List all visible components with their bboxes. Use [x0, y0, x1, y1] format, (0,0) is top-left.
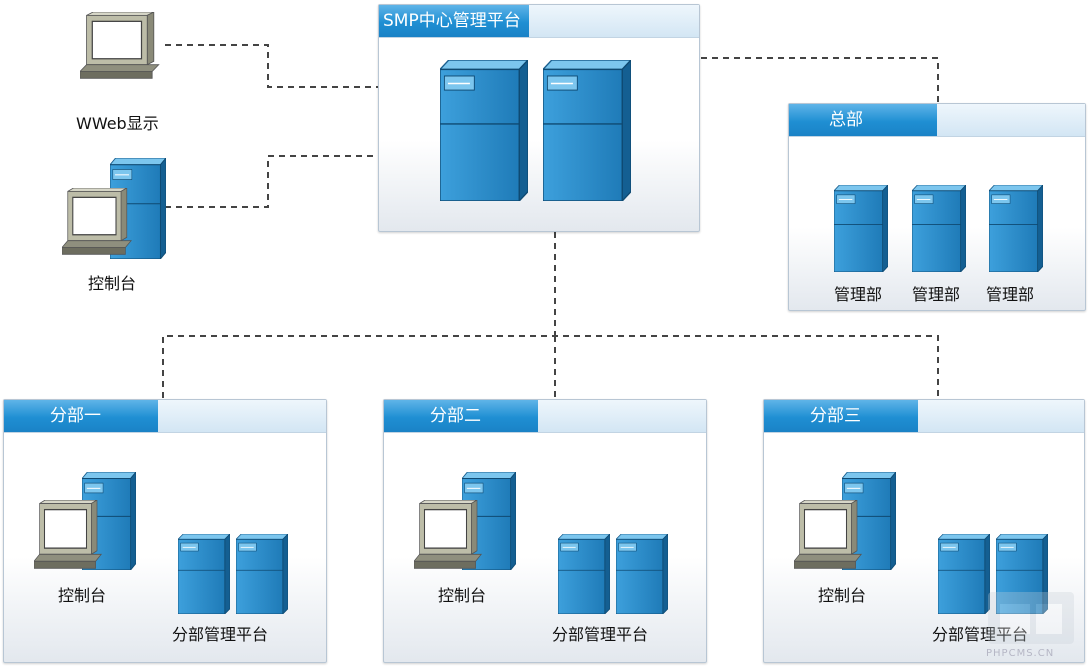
web-display-label: WWeb显示	[76, 114, 159, 133]
branch-1-header-bar: 分部一	[4, 400, 326, 433]
branch-2-console-label: 控制台	[438, 586, 487, 605]
branch-3-title: 分部三	[764, 400, 918, 432]
branch-1-console-label: 控制台	[58, 586, 107, 605]
branch-1-panel: 分部一	[3, 399, 327, 663]
hq-server-icon-3	[989, 185, 1043, 272]
branch-2-platform-server-icon-2	[616, 534, 668, 614]
hq-item-label-2: 管理部	[912, 285, 961, 304]
console-monitor-icon	[62, 188, 134, 256]
link-center-hq	[701, 57, 939, 103]
branch-1-platform-server-icon-1	[178, 534, 230, 614]
watermark-logo-icon	[988, 592, 1074, 644]
hq-server-icon-1	[834, 185, 888, 272]
web-display-computer-icon	[80, 12, 162, 80]
console-label: 控制台	[88, 274, 137, 293]
hq-title: 总部	[789, 104, 937, 136]
branch-3-platform-server-icon-1	[938, 534, 990, 614]
center-header-bar: SMP中心管理平台	[379, 5, 699, 38]
hq-server-icon-2	[912, 185, 966, 272]
branch-2-platform-server-icon-1	[558, 534, 610, 614]
branch-1-platform-label: 分部管理平台	[172, 625, 269, 644]
link-console-center	[165, 155, 378, 208]
branch-2-title: 分部二	[384, 400, 538, 432]
center-title: SMP中心管理平台	[379, 5, 529, 37]
hq-item-label-1: 管理部	[834, 285, 883, 304]
center-server-icon-1	[440, 60, 528, 201]
branch-2-header-bar: 分部二	[384, 400, 706, 433]
branch-3-platform-label: 分部管理平台	[932, 625, 1029, 644]
branch-1-platform-server-icon-2	[236, 534, 288, 614]
link-web-center	[165, 44, 378, 88]
branch-3-console-label: 控制台	[818, 586, 867, 605]
link-branch-bus	[162, 335, 939, 398]
watermark-text: PHPCMS.CN	[986, 648, 1055, 659]
branch-2-platform-label: 分部管理平台	[552, 625, 649, 644]
branch-2-console-monitor-icon	[414, 500, 484, 570]
hq-header-bar: 总部	[789, 104, 1085, 137]
branch-1-console-monitor-icon	[34, 500, 104, 570]
center-server-icon-2	[543, 60, 631, 201]
branch-3-header-bar: 分部三	[764, 400, 1084, 433]
hq-item-label-3: 管理部	[986, 285, 1035, 304]
branch-1-title: 分部一	[4, 400, 158, 432]
center-platform-panel: SMP中心管理平台	[378, 4, 700, 232]
branch-3-console-monitor-icon	[794, 500, 864, 570]
